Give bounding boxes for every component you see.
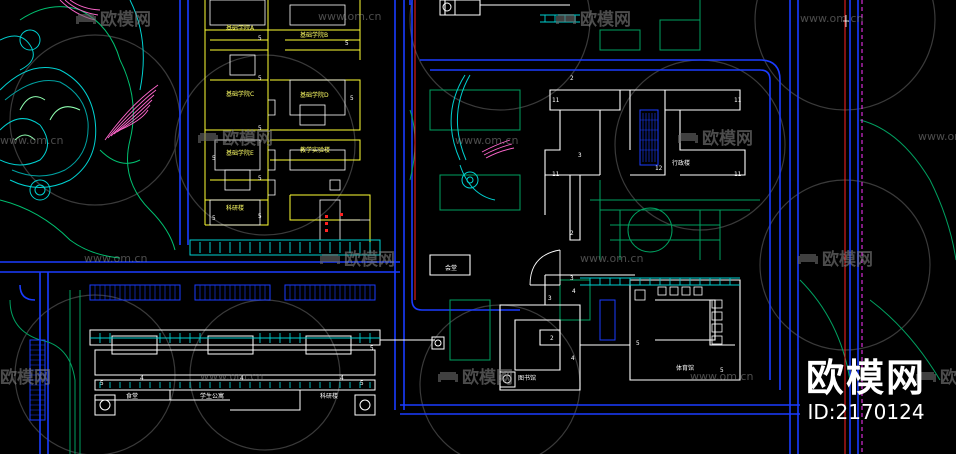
entrance-arc (529, 249, 561, 286)
label-teaching-center: 教学实验楼 (300, 146, 330, 154)
svg-text:2: 2 (570, 75, 574, 82)
north-arrow-icon (843, 15, 849, 27)
watermark-brand-name: 欧模网 (805, 356, 926, 400)
svg-text:5: 5 (720, 367, 724, 374)
parking-boxes (634, 286, 723, 345)
watermark-url: www.om.cn (580, 252, 643, 265)
svg-text:11: 11 (734, 171, 742, 178)
svg-text:5: 5 (258, 175, 262, 182)
lower-building-facade (90, 333, 380, 388)
watermark-brand: 欧模网 (940, 367, 956, 388)
watermark-brand: 欧模网 (702, 128, 753, 149)
green-paths (9, 0, 956, 454)
watermark-brand: 欧模网 (344, 249, 395, 270)
watermark-brand: 欧模网 (222, 128, 273, 149)
corridor-links (540, 14, 740, 286)
lower-long-building (89, 0, 516, 416)
svg-text:5: 5 (258, 213, 262, 220)
watermark-url: www.om.cn (318, 10, 381, 23)
admin-building-complex (429, 0, 746, 391)
watermark-brand: 欧模网 (0, 367, 51, 388)
red-markers (325, 213, 343, 232)
svg-text:5: 5 (258, 125, 262, 132)
label-dorm: 学生公寓 (200, 392, 224, 400)
label-classroom-e: 基础学院E (226, 149, 254, 157)
watermark-url: www.om.cn (200, 370, 263, 383)
svg-text:2: 2 (550, 335, 554, 342)
svg-text:11: 11 (552, 171, 560, 178)
road-network (0, 0, 859, 454)
decorative-wing-right (481, 139, 515, 159)
decorative-wing-left (59, 0, 159, 141)
label-admin: 行政楼 (672, 159, 690, 167)
svg-text:5: 5 (212, 155, 216, 162)
svg-text:5: 5 (636, 340, 640, 347)
label-classroom-a: 基础学院A (226, 24, 255, 32)
watermark-url: www.om.cn (0, 134, 63, 147)
watermark-url: www.om.cn (455, 134, 518, 147)
svg-text:3: 3 (570, 275, 574, 282)
svg-text:5: 5 (360, 380, 364, 387)
watermark-id: ID:2170124 (807, 400, 925, 424)
glass-atrium (639, 109, 659, 166)
watermark-logo-icons (76, 14, 936, 382)
watermark-url: www.om.cn (690, 370, 753, 383)
park-landscape (0, 0, 176, 259)
watermark-tiles: 欧模网 www.om.cn 欧模网 www.om.cn www.om.cn 欧模… (0, 9, 956, 388)
svg-text:4: 4 (140, 375, 144, 382)
svg-text:5: 5 (100, 380, 104, 387)
watermark-brand: 欧模网 (100, 9, 151, 30)
boundary-lines (414, 0, 863, 454)
arc-plaza (450, 74, 496, 201)
label-research-2: 科研楼 (320, 392, 338, 400)
svg-text:3: 3 (578, 152, 582, 159)
label-hall: 会堂 (445, 264, 457, 272)
svg-text:4: 4 (572, 288, 576, 295)
parking-stalls (30, 285, 371, 416)
label-library: 图书馆 (518, 374, 536, 382)
watermark-url: www.om.cn (800, 12, 863, 25)
svg-text:5: 5 (345, 40, 349, 47)
svg-text:4: 4 (571, 355, 575, 362)
watermark-brand-block: 欧模网 ID:2170124 (806, 356, 926, 424)
svg-text:11: 11 (734, 97, 742, 104)
label-classroom-d: 基础学院D (300, 91, 329, 99)
label-canteen: 食堂 (126, 392, 138, 400)
svg-text:5: 5 (350, 95, 354, 102)
label-classroom-c: 基础学院C (226, 90, 254, 98)
svg-text:5: 5 (212, 215, 216, 222)
room-label-group: 基础学院A 基础学院B 基础学院C 基础学院D 基础学院E 教学实验楼 科研楼 … (126, 24, 694, 400)
svg-text:4: 4 (240, 375, 244, 382)
svg-text:12: 12 (655, 165, 663, 172)
watermark-url: www.om.cn (918, 130, 956, 143)
svg-text:4: 4 (340, 375, 344, 382)
svg-text:3: 3 (548, 295, 552, 302)
svg-text:2: 2 (570, 230, 574, 237)
watermark-url: www.om.cn (84, 252, 147, 265)
svg-text:5: 5 (258, 75, 262, 82)
svg-text:5: 5 (258, 35, 262, 42)
label-research: 科研楼 (226, 204, 244, 212)
dimension-numbers: 5 5 5 5 5 5 5 5 5 2 11 11 11 11 3 12 2 3… (100, 35, 742, 387)
label-classroom-b: 基础学院B (300, 31, 328, 39)
svg-text:11: 11 (552, 97, 560, 104)
label-gym: 体育馆 (676, 364, 694, 372)
building-complex-white-outline (209, 0, 370, 241)
watermark-brand: 欧模网 (822, 249, 873, 270)
bottom-strip-buildings (189, 239, 381, 256)
watermark-brand: 欧模网 (580, 9, 631, 30)
watermark-brand: 欧模网 (462, 367, 513, 388)
svg-text:5: 5 (370, 345, 374, 352)
